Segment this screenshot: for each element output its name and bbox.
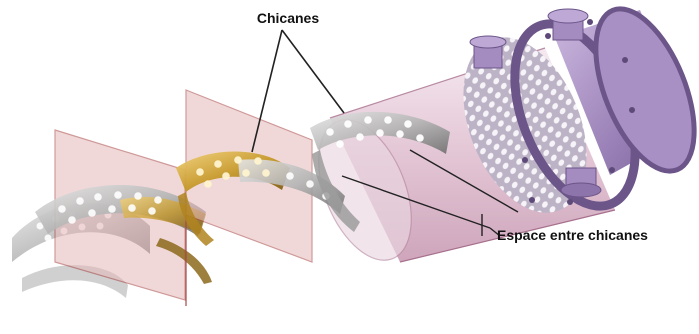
chicanes-label: Chicanes <box>257 10 319 26</box>
nozzle-bottom <box>561 168 601 197</box>
espace-entre-chicanes-label: Espace entre chicanes <box>497 227 648 243</box>
